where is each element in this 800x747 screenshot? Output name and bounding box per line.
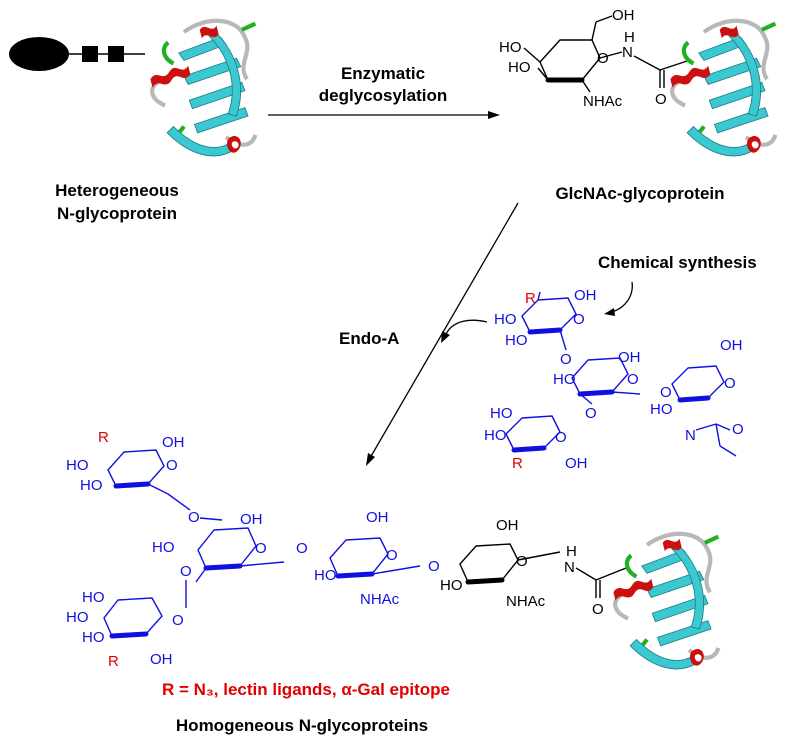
svg-text:O: O	[724, 375, 736, 392]
svg-text:O: O	[555, 429, 567, 446]
svg-text:OH: OH	[612, 7, 635, 24]
glycan-square-icon	[108, 46, 124, 62]
svg-text:N: N	[685, 427, 696, 444]
deglycosylation-label: deglycosylation	[319, 86, 447, 105]
svg-text:R: R	[108, 653, 119, 670]
svg-text:NHAc: NHAc	[583, 93, 623, 110]
chemical-synthesis-label: Chemical synthesis	[598, 253, 757, 272]
svg-text:HO: HO	[505, 332, 528, 349]
svg-text:O: O	[296, 540, 308, 557]
svg-text:O: O	[560, 351, 572, 368]
svg-text:O: O	[732, 421, 744, 438]
homogeneous-label: Homogeneous N-glycoproteins	[176, 716, 428, 735]
protein-ribbon-icon	[150, 21, 255, 156]
svg-text:H: H	[624, 29, 635, 46]
svg-text:R: R	[512, 455, 523, 472]
svg-text:R: R	[98, 429, 109, 446]
svg-text:HO: HO	[66, 609, 89, 626]
svg-text:OH: OH	[565, 455, 588, 472]
svg-text:O: O	[597, 50, 609, 67]
chemical-synthesis: Chemical synthesis	[598, 253, 757, 316]
svg-text:HO: HO	[152, 539, 175, 556]
svg-text:O: O	[386, 547, 398, 564]
svg-text:N: N	[564, 559, 575, 576]
protein-ribbon-icon	[613, 534, 718, 669]
svg-text:OH: OH	[150, 651, 173, 668]
svg-text:HO: HO	[66, 457, 89, 474]
svg-text:HO: HO	[508, 59, 531, 76]
svg-text:HO: HO	[440, 577, 463, 594]
protein-ribbon-icon	[670, 21, 775, 156]
svg-text:H: H	[566, 543, 577, 560]
svg-text:HO: HO	[553, 371, 576, 388]
oxazoline-donor: R OH O HO HO O OH O HO O O O HO HO R OH …	[484, 287, 744, 472]
svg-text:O: O	[573, 311, 585, 328]
svg-text:OH: OH	[162, 434, 185, 451]
homogeneous-glycoprotein: R OH O HO HO O OH O HO O O O HO HO HO R …	[66, 429, 718, 670]
svg-text:O: O	[660, 384, 672, 401]
svg-text:O: O	[585, 405, 597, 422]
glcnac-glycoprotein: OH O HO HO NHAc N H O GlcNAc-glycoprotei…	[499, 7, 775, 203]
svg-text:OH: OH	[574, 287, 597, 304]
svg-text:HO: HO	[499, 39, 522, 56]
svg-text:OH: OH	[618, 349, 641, 366]
deglycosylation-arrow: Enzymatic deglycosylation	[268, 64, 500, 119]
svg-text:OH: OH	[496, 517, 519, 534]
svg-text:O: O	[172, 612, 184, 629]
endo-a-label: Endo-A	[339, 329, 399, 348]
svg-text:N: N	[622, 44, 633, 61]
svg-text:OH: OH	[366, 509, 389, 526]
svg-text:HO: HO	[490, 405, 513, 422]
svg-text:O: O	[655, 91, 667, 108]
n-glycoprotein-label: N-glycoprotein	[57, 204, 177, 223]
r-definition: R = N₃, lectin ligands, α-Gal epitope	[162, 680, 450, 699]
svg-text:HO: HO	[82, 589, 105, 606]
svg-text:HO: HO	[484, 427, 507, 444]
svg-text:O: O	[166, 457, 178, 474]
svg-text:O: O	[188, 509, 200, 526]
svg-text:O: O	[627, 371, 639, 388]
glcnac-glycoprotein-label: GlcNAc-glycoprotein	[555, 184, 724, 203]
svg-text:HO: HO	[494, 311, 517, 328]
svg-text:O: O	[180, 563, 192, 580]
glycan-oval-icon	[9, 37, 69, 71]
svg-text:R: R	[525, 290, 536, 307]
svg-text:HO: HO	[80, 477, 103, 494]
svg-text:O: O	[428, 558, 440, 575]
enzymatic-label: Enzymatic	[341, 64, 425, 83]
endo-a-arrow: Endo-A	[339, 202, 519, 466]
svg-text:O: O	[516, 553, 528, 570]
svg-text:OH: OH	[240, 511, 263, 528]
heterogeneous-glycoprotein: Heterogeneous N-glycoprotein	[9, 21, 255, 223]
svg-text:HO: HO	[314, 567, 337, 584]
heterogeneous-label: Heterogeneous	[55, 181, 179, 200]
svg-text:O: O	[255, 540, 267, 557]
glycan-square-icon	[82, 46, 98, 62]
svg-text:O: O	[592, 601, 604, 618]
svg-text:NHAc: NHAc	[360, 591, 400, 608]
svg-text:HO: HO	[650, 401, 673, 418]
svg-text:HO: HO	[82, 629, 105, 646]
svg-text:OH: OH	[720, 337, 743, 354]
svg-text:NHAc: NHAc	[506, 593, 546, 610]
